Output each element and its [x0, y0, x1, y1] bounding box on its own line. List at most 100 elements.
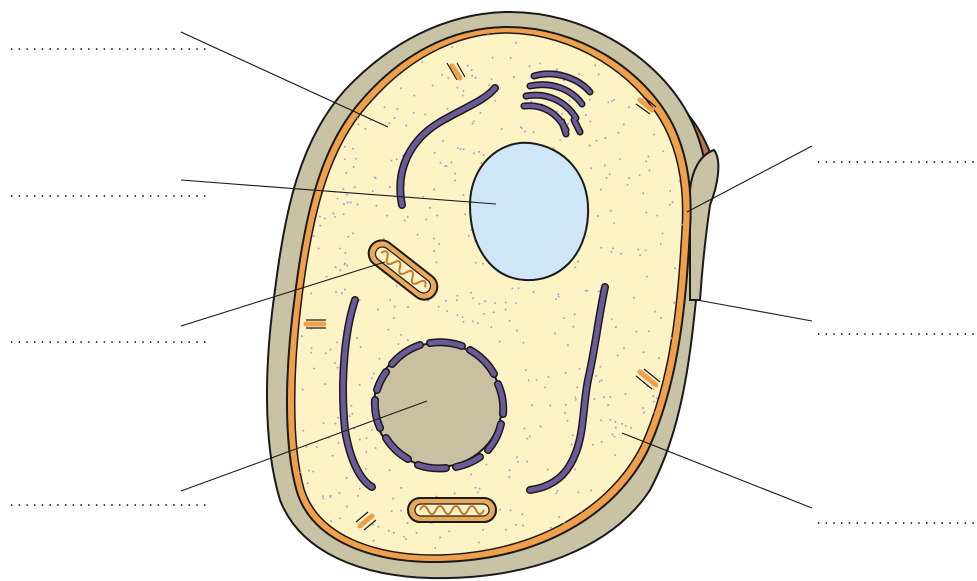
ribosome-dot [447, 77, 449, 79]
ribosome-dot [378, 358, 380, 360]
ribosome-dot [350, 405, 352, 407]
ribosome-dot [559, 139, 561, 141]
ribosome-dot [494, 100, 496, 102]
ribosome-dot [448, 530, 450, 532]
ribosome-dot [511, 288, 513, 290]
ribosome-dot [388, 122, 390, 124]
ribosome-dot [607, 101, 609, 103]
ribosome-dot [433, 188, 435, 190]
ribosome-dot [610, 210, 612, 212]
ribosome-dot [550, 527, 552, 529]
ribosome-dot [488, 84, 490, 86]
ribosome-dot [346, 506, 348, 508]
ribosome-dot [494, 302, 496, 304]
ribosome-dot [462, 316, 464, 318]
ribosome-dot [509, 469, 511, 471]
ribosome-dot [485, 464, 487, 466]
label-blank-left-4[interactable]: .......................... [8, 495, 209, 509]
ribosome-dot [656, 397, 658, 399]
ribosome-dot [307, 482, 309, 484]
ribosome-dot [623, 347, 625, 349]
ribosome-dot [645, 212, 647, 214]
ribosome-dot [336, 198, 338, 200]
ribosome-dot [460, 148, 462, 150]
ribosome-dot [580, 511, 582, 513]
ribosome-dot [540, 426, 542, 428]
ribosome-dot [349, 415, 351, 417]
ribosome-dot [556, 68, 558, 70]
ribosome-dot [371, 429, 373, 431]
ribosome-dot [565, 404, 567, 406]
ribosome-dot [613, 99, 615, 101]
ribosome-dot [403, 536, 405, 538]
label-blank-left-2[interactable]: .......................... [8, 186, 209, 200]
label-blank-left-3[interactable]: .......................... [8, 332, 209, 346]
ribosome-dot [625, 425, 627, 427]
ribosome-dot [473, 152, 475, 154]
ribosome-dot [374, 176, 376, 178]
ribosome-dot [597, 215, 599, 217]
ribosome-dot [394, 117, 396, 119]
ribosome-dot [316, 446, 318, 448]
ribosome-dot [359, 299, 361, 301]
label-blank-left-1[interactable]: .......................... [8, 39, 209, 53]
ribosome-dot [446, 310, 448, 312]
ribosome-dot [391, 160, 393, 162]
ribosome-dot [577, 491, 579, 493]
ribosome-dot [392, 498, 394, 500]
ribosome-dot [396, 285, 398, 287]
ribosome-dot [483, 154, 485, 156]
ribosome-dot [515, 42, 517, 44]
ribosome-dot [413, 112, 415, 114]
ribosome-dot [621, 423, 623, 425]
ribosome-dot [536, 379, 538, 381]
ribosome-dot [529, 435, 531, 437]
ribosome-dot [393, 532, 395, 534]
ribosome-dot [604, 164, 606, 166]
ribosome-dot [654, 311, 656, 313]
ribosome-dot [592, 444, 594, 446]
ribosome-dot [635, 331, 637, 333]
ribosome-dot [477, 491, 479, 493]
ribosome-dot [416, 532, 418, 534]
ribosome-dot [373, 373, 375, 375]
ribosome-dot [352, 232, 354, 234]
ribosome-dot [463, 148, 465, 150]
ribosome-dot [517, 461, 519, 463]
ribosome-dot [445, 300, 447, 302]
ribosome-dot [359, 488, 361, 490]
ribosome-dot [357, 118, 359, 120]
ribosome-dot [400, 334, 402, 336]
ribosome-dot [329, 496, 331, 498]
ribosome-dot [434, 152, 436, 154]
ribosome-dot [523, 428, 525, 430]
ribosome-dot [372, 524, 374, 526]
leader-line-right-2 [697, 300, 812, 321]
ribosome-dot [554, 332, 556, 334]
ribosome-dot [404, 220, 406, 222]
ribosome-dot [468, 235, 470, 237]
ribosome-dot [529, 65, 531, 67]
label-blank-right-2[interactable]: .......................... [815, 324, 977, 338]
ribosome-dot [347, 202, 349, 204]
ribosome-dot [478, 151, 480, 153]
ribosome-dot [660, 317, 662, 319]
ribosome-dot [653, 388, 655, 390]
ribosome-dot [609, 396, 611, 398]
ribosome-dot [326, 276, 328, 278]
ribosome-dot [601, 379, 603, 381]
label-blank-right-3[interactable]: .......................... [815, 513, 977, 527]
ribosome-dot [470, 292, 472, 294]
ribosome-dot [359, 439, 361, 441]
ribosome-dot [653, 401, 655, 403]
ribosome-dot [607, 404, 609, 406]
ribosome-dot [669, 204, 671, 206]
label-blank-right-1[interactable]: .......................... [815, 152, 977, 166]
ribosome-dot [471, 69, 473, 71]
ribosome-dot [301, 335, 303, 337]
ribosome-dot [343, 203, 345, 205]
ribosome-dot [344, 262, 346, 264]
ribosome-dot [509, 320, 511, 322]
ribosome-dot [567, 420, 569, 422]
cell-wall-extension [690, 150, 718, 300]
